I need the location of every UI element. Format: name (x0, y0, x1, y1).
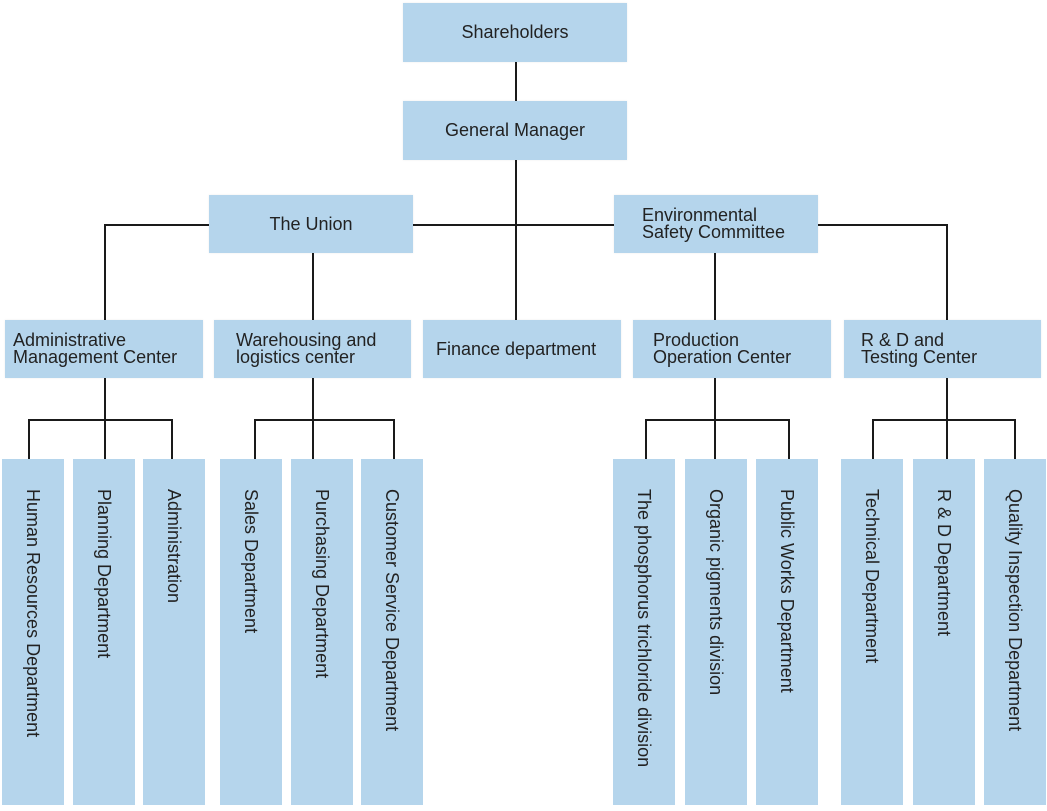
department-label: Public Works Department (777, 489, 797, 693)
department-label: Purchasing Department (312, 489, 332, 679)
department-node-sales: Sales Department (220, 459, 282, 805)
production-operation-center-node: Production Operation Center (633, 320, 831, 378)
connector-line (946, 224, 948, 320)
node-label-line: Safety Committee (642, 222, 786, 242)
department-label: R & D Department (934, 489, 954, 637)
node-label-line: Administrative (13, 330, 127, 350)
warehousing-logistics-node: Warehousing and logistics center (214, 320, 411, 378)
department-node-rd: R & D Department (913, 459, 975, 805)
connector-line (1014, 419, 1016, 459)
connector-line (714, 419, 716, 459)
connector-line (714, 378, 716, 420)
connector-line (946, 378, 948, 420)
shareholders-node: Shareholders (403, 3, 627, 62)
connector-line (104, 378, 106, 420)
general-manager-node: General Manager (403, 101, 627, 160)
department-node-phosphorus-trichloride: The phosphorus trichloride division (613, 459, 675, 805)
department-label: The phosphorus trichloride division (634, 489, 654, 768)
union-node: The Union (209, 195, 413, 253)
connector-line (515, 62, 517, 102)
admin-management-center-node: Administrative Management Center (5, 320, 203, 378)
connector-line (171, 419, 173, 459)
department-label: Customer Service Department (382, 489, 402, 732)
node-label-line: Production (653, 330, 740, 350)
node-label-line: R & D and (861, 330, 945, 350)
department-label: Quality Inspection Department (1005, 489, 1025, 732)
connector-line (312, 419, 314, 459)
department-node-organic-pigments: Organic pigments division (685, 459, 747, 805)
department-label: Technical Department (862, 489, 882, 664)
connector-line (872, 419, 874, 459)
department-node-planning: Planning Department (73, 459, 135, 805)
connector-line (254, 419, 395, 421)
connector-line (645, 419, 647, 459)
connector-line (393, 419, 395, 459)
connector-line (872, 419, 1016, 421)
node-label: Shareholders (461, 22, 569, 42)
department-label: Planning Department (94, 489, 114, 659)
connector-line (946, 419, 948, 459)
connector-line (645, 419, 790, 421)
node-label-line: Management Center (13, 347, 178, 367)
department-label: Organic pigments division (706, 489, 726, 696)
connector-line (312, 378, 314, 420)
department-node-customer-service: Customer Service Department (361, 459, 423, 805)
node-label: The Union (269, 213, 353, 234)
node-label-line: Warehousing and (236, 330, 377, 350)
connector-line (312, 253, 314, 320)
node-label: General Manager (444, 120, 586, 140)
department-node-technical: Technical Department (841, 459, 903, 805)
connector-line (28, 419, 173, 421)
node-label-line: Environmental (642, 205, 758, 225)
department-label: Administration (164, 489, 184, 604)
environmental-safety-committee-node: Environmental Safety Committee (614, 195, 818, 253)
connector-line (254, 419, 256, 459)
connector-line (104, 224, 210, 226)
department-label: Sales Department (241, 489, 261, 634)
node-label-line: logistics center (236, 347, 356, 367)
rd-testing-center-node: R & D and Testing Center (844, 320, 1041, 378)
connector-line (413, 224, 615, 226)
connector-line (818, 224, 948, 226)
department-node-administration: Administration (143, 459, 205, 805)
department-node-human-resources: Human Resources Department (2, 459, 64, 805)
department-node-quality-inspection: Quality Inspection Department (984, 459, 1046, 805)
department-node-public-works: Public Works Department (756, 459, 818, 805)
node-label-line: Testing Center (861, 347, 978, 367)
connector-line (104, 419, 106, 459)
connector-line (714, 253, 716, 320)
connector-line (104, 224, 106, 320)
connector-line (28, 419, 30, 459)
department-node-purchasing: Purchasing Department (291, 459, 353, 805)
connector-line (515, 160, 517, 320)
connector-line (788, 419, 790, 459)
department-label: Human Resources Department (23, 489, 43, 738)
finance-department-node: Finance department (423, 320, 621, 378)
node-label: Finance department (436, 338, 597, 359)
node-label-line: Operation Center (653, 347, 792, 367)
